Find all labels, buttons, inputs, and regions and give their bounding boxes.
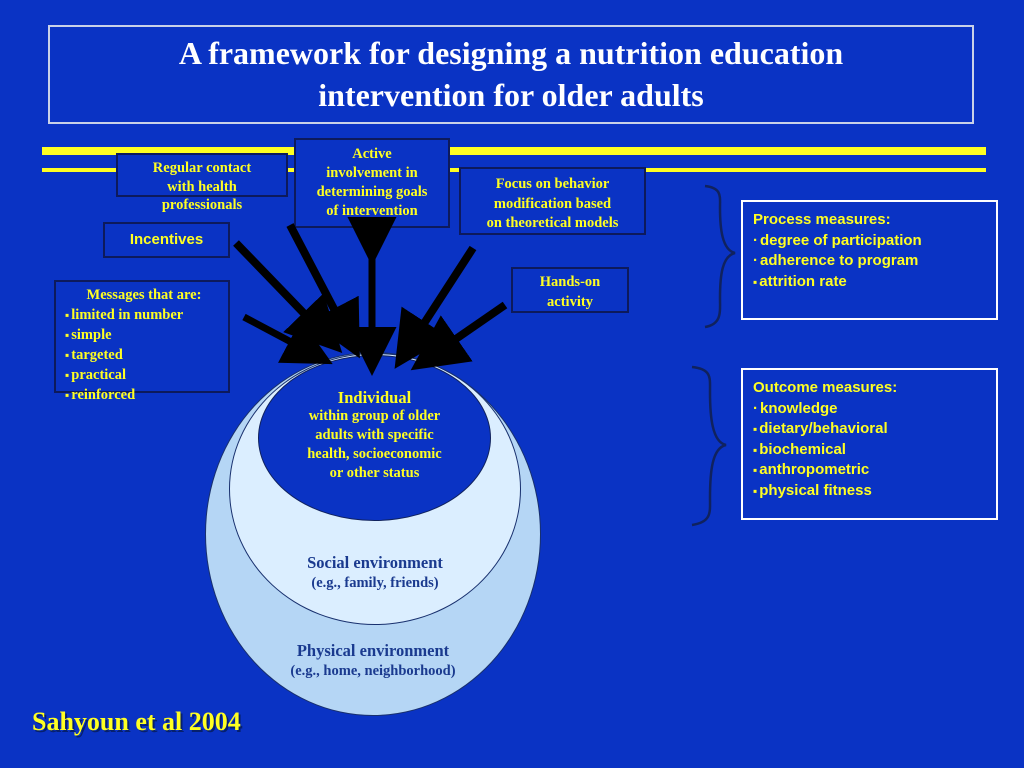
individual-label: Individual within group of older adults … xyxy=(258,388,491,483)
social-heading: Social environment xyxy=(307,553,443,572)
citation-credit: Sahyoun et al 2004 xyxy=(32,707,241,736)
process-measures-heading: Process measures: xyxy=(753,211,891,228)
list-item: reinforced xyxy=(65,385,228,405)
regular-contact-line-1: Regular contact xyxy=(152,160,252,176)
list-item: limited in number xyxy=(65,305,228,325)
active-line-3: determining goals xyxy=(316,184,428,200)
input-box-hands-on-activity: Hands-on activity xyxy=(511,267,629,313)
list-item: knowledge xyxy=(753,399,996,420)
outcome-measures-list: knowledge dietary/behavioral biochemical… xyxy=(753,399,996,502)
title-line-2: intervention for older adults xyxy=(318,77,704,113)
outcome-measures-box: Outcome measures: knowledge dietary/beha… xyxy=(741,368,998,520)
list-item: physical fitness xyxy=(753,481,996,502)
brace-outcome-measures xyxy=(691,365,727,527)
process-measures-box: Process measures: degree of participatio… xyxy=(741,200,998,320)
list-item: anthropometric xyxy=(753,460,996,481)
individual-line-1: within group of older xyxy=(308,408,441,424)
list-item: attrition rate xyxy=(753,272,996,293)
input-box-incentives: Incentives xyxy=(103,222,230,258)
title-frame xyxy=(48,25,974,124)
individual-line-2: adults with specific xyxy=(315,427,434,443)
brace-process-measures xyxy=(704,184,736,329)
active-line-2: involvement in xyxy=(326,165,418,181)
process-measures-list: degree of participation adherence to pro… xyxy=(753,231,996,293)
arrow-active-left xyxy=(286,223,360,359)
list-item: degree of participation xyxy=(753,231,996,252)
input-box-focus-behavior: Focus on behavior modification based on … xyxy=(459,167,646,235)
arrow-incentives xyxy=(242,313,333,365)
list-item: simple xyxy=(65,325,228,345)
arrow-hands-on xyxy=(410,301,508,371)
outcome-measures-heading: Outcome measures: xyxy=(753,379,898,396)
individual-line-3: health, socioeconomic xyxy=(307,446,442,462)
incentives-label: Incentives xyxy=(129,231,204,248)
title-line-1: A framework for designing a nutrition ed… xyxy=(178,35,844,71)
input-box-regular-contact: Regular contact with health professional… xyxy=(116,153,288,213)
page-title: A framework for designing a nutrition ed… xyxy=(52,32,970,116)
active-line-4: of intervention xyxy=(326,203,418,219)
individual-heading: Individual xyxy=(337,388,412,407)
hands-on-line-1: Hands-on xyxy=(539,274,601,290)
regular-contact-line-2: with health xyxy=(167,178,237,195)
arrow-regular-contact xyxy=(233,240,343,354)
input-box-active-involvement: Active involvement in determining goals … xyxy=(294,138,450,228)
arrow-focus-behavior xyxy=(394,245,477,369)
social-environment-label: Social environment (e.g., family, friend… xyxy=(229,553,521,593)
physical-heading: Physical environment xyxy=(296,641,450,660)
active-line-1: Active xyxy=(352,146,392,162)
focus-line-1: Focus on behavior xyxy=(495,176,610,192)
hands-on-line-2: activity xyxy=(547,294,593,310)
focus-line-2: modification based xyxy=(493,195,612,212)
messages-heading: Messages that are: xyxy=(86,287,202,303)
physical-environment-label: Physical environment (e.g., home, neighb… xyxy=(205,641,541,681)
physical-sub: (e.g., home, neighborhood) xyxy=(290,663,456,679)
list-item: dietary/behavioral xyxy=(753,419,996,440)
individual-line-4: or other status xyxy=(329,465,420,481)
input-box-messages: Messages that are: limited in number sim… xyxy=(54,280,230,403)
list-item: targeted xyxy=(65,345,228,365)
list-item: biochemical xyxy=(753,440,996,461)
list-item: adherence to program xyxy=(753,251,996,272)
focus-line-3: on theoretical models xyxy=(486,215,619,231)
messages-list: limited in number simple targeted practi… xyxy=(56,305,228,405)
regular-contact-line-3: professionals xyxy=(161,197,243,213)
social-sub: (e.g., family, friends) xyxy=(311,575,439,591)
divider-rule-thick xyxy=(42,147,986,155)
list-item: practical xyxy=(65,365,228,385)
